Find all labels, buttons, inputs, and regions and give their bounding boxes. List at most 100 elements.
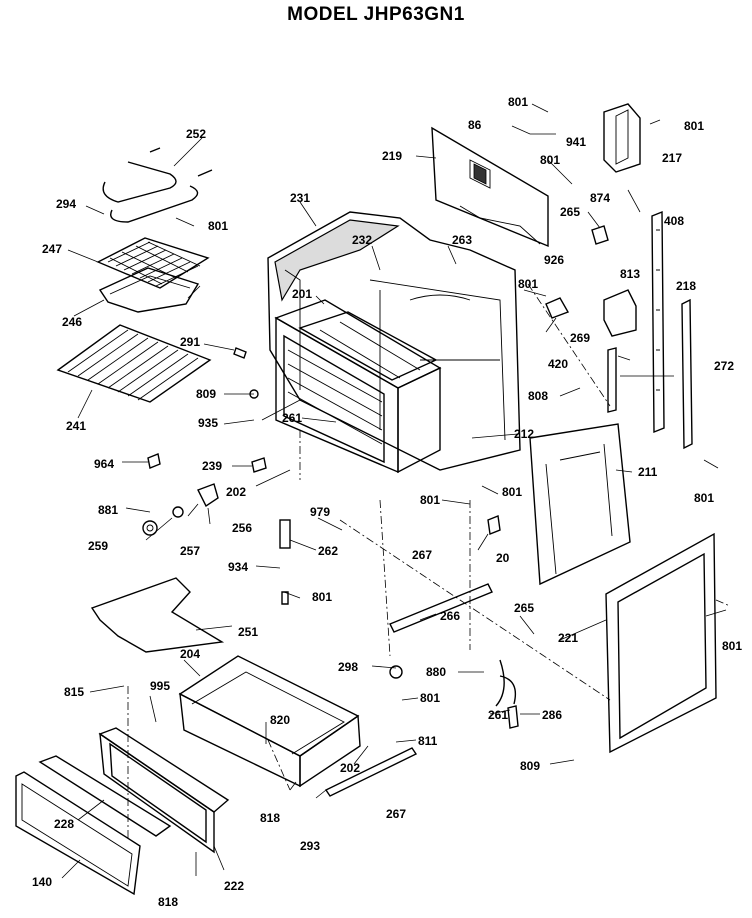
label-291: 291 — [180, 335, 200, 349]
small-hardware — [142, 347, 519, 797]
label-995: 995 — [150, 679, 170, 693]
vertical-rail — [651, 210, 665, 434]
oven-cavity — [274, 299, 442, 474]
broil-pan-grid — [96, 237, 210, 289]
label-815: 815 — [64, 685, 84, 699]
label-218: 218 — [676, 279, 696, 293]
label-934: 934 — [228, 560, 248, 574]
label-935: 935 — [198, 416, 218, 430]
switch-component — [545, 225, 609, 319]
label-211: 211 — [638, 465, 658, 479]
label-202: 202 — [226, 485, 246, 499]
label-293: 293 — [300, 839, 320, 853]
label-265: 265 — [560, 205, 580, 219]
label-221: 221 — [558, 631, 578, 645]
label-261: 261 — [488, 708, 508, 722]
label-801: 801 — [722, 639, 742, 653]
label-801: 801 — [684, 119, 704, 133]
spacer-post — [607, 347, 617, 413]
label-941: 941 — [566, 135, 586, 149]
label-964: 964 — [94, 457, 114, 471]
storage-drawer — [178, 655, 361, 788]
leader-lines — [61, 103, 731, 879]
label-252: 252 — [186, 127, 206, 141]
part-labels: 801 86 941 801 217 801 219 874 265 252 2… — [32, 95, 742, 909]
broil-element — [102, 147, 213, 223]
label-86: 86 — [468, 118, 482, 132]
label-818: 818 — [158, 895, 178, 909]
bracket — [603, 289, 637, 337]
bottom-panel — [15, 771, 141, 896]
oven-body — [267, 211, 521, 471]
bake-element — [90, 577, 225, 653]
label-809: 809 — [196, 387, 216, 401]
label-272: 272 — [714, 359, 734, 373]
label-881: 881 — [98, 503, 118, 517]
oven-rack — [56, 324, 212, 403]
oven-liner — [298, 311, 438, 381]
label-246: 246 — [62, 315, 82, 329]
label-801: 801 — [312, 590, 332, 604]
label-239: 239 — [202, 459, 222, 473]
label-256: 256 — [232, 521, 252, 535]
oven-door — [605, 532, 717, 754]
label-818: 818 — [260, 811, 280, 825]
label-241: 241 — [66, 419, 86, 433]
drawer-trim — [38, 755, 172, 837]
label-228: 228 — [54, 817, 74, 831]
label-202: 202 — [340, 761, 360, 775]
label-420: 420 — [548, 357, 568, 371]
label-257: 257 — [180, 544, 200, 558]
label-269: 269 — [570, 331, 590, 345]
back-cover-panel — [431, 126, 549, 248]
label-267: 267 — [386, 807, 406, 821]
label-926: 926 — [544, 253, 564, 267]
label-811: 811 — [418, 734, 438, 748]
label-801: 801 — [540, 153, 560, 167]
drawer-front — [98, 727, 230, 854]
label-20: 20 — [496, 551, 510, 565]
label-222: 222 — [224, 879, 244, 893]
label-217: 217 — [662, 151, 682, 165]
label-219: 219 — [382, 149, 402, 163]
label-808: 808 — [528, 389, 548, 403]
label-232: 232 — [352, 233, 372, 247]
model-title: MODEL JHP63GN1 — [287, 4, 465, 25]
label-201: 201 — [292, 287, 312, 301]
label-286: 286 — [542, 708, 562, 722]
label-231: 231 — [290, 191, 310, 205]
label-801: 801 — [508, 95, 528, 109]
label-266: 266 — [440, 609, 460, 623]
label-874: 874 — [590, 191, 610, 205]
label-247: 247 — [42, 242, 62, 256]
side-panel — [529, 423, 631, 586]
label-261: 261 — [282, 411, 302, 425]
label-820: 820 — [270, 713, 290, 727]
label-204: 204 — [180, 647, 200, 661]
label-408: 408 — [664, 214, 684, 228]
side-rail — [681, 298, 693, 450]
label-265: 265 — [514, 601, 534, 615]
label-263: 263 — [452, 233, 472, 247]
label-979: 979 — [310, 505, 330, 519]
label-813: 813 — [620, 267, 640, 281]
label-801: 801 — [694, 491, 714, 505]
label-251: 251 — [238, 625, 258, 639]
label-267: 267 — [412, 548, 432, 562]
label-801: 801 — [420, 691, 440, 705]
broil-pan — [98, 267, 200, 313]
label-212: 212 — [514, 427, 534, 441]
label-801: 801 — [502, 485, 522, 499]
label-801: 801 — [518, 277, 538, 291]
label-801: 801 — [208, 219, 228, 233]
label-259: 259 — [88, 539, 108, 553]
label-880: 880 — [426, 665, 446, 679]
side-trim — [603, 103, 641, 173]
label-262: 262 — [318, 544, 338, 558]
label-140: 140 — [32, 875, 52, 889]
label-809: 809 — [520, 759, 540, 773]
label-294: 294 — [56, 197, 76, 211]
label-801: 801 — [420, 493, 440, 507]
